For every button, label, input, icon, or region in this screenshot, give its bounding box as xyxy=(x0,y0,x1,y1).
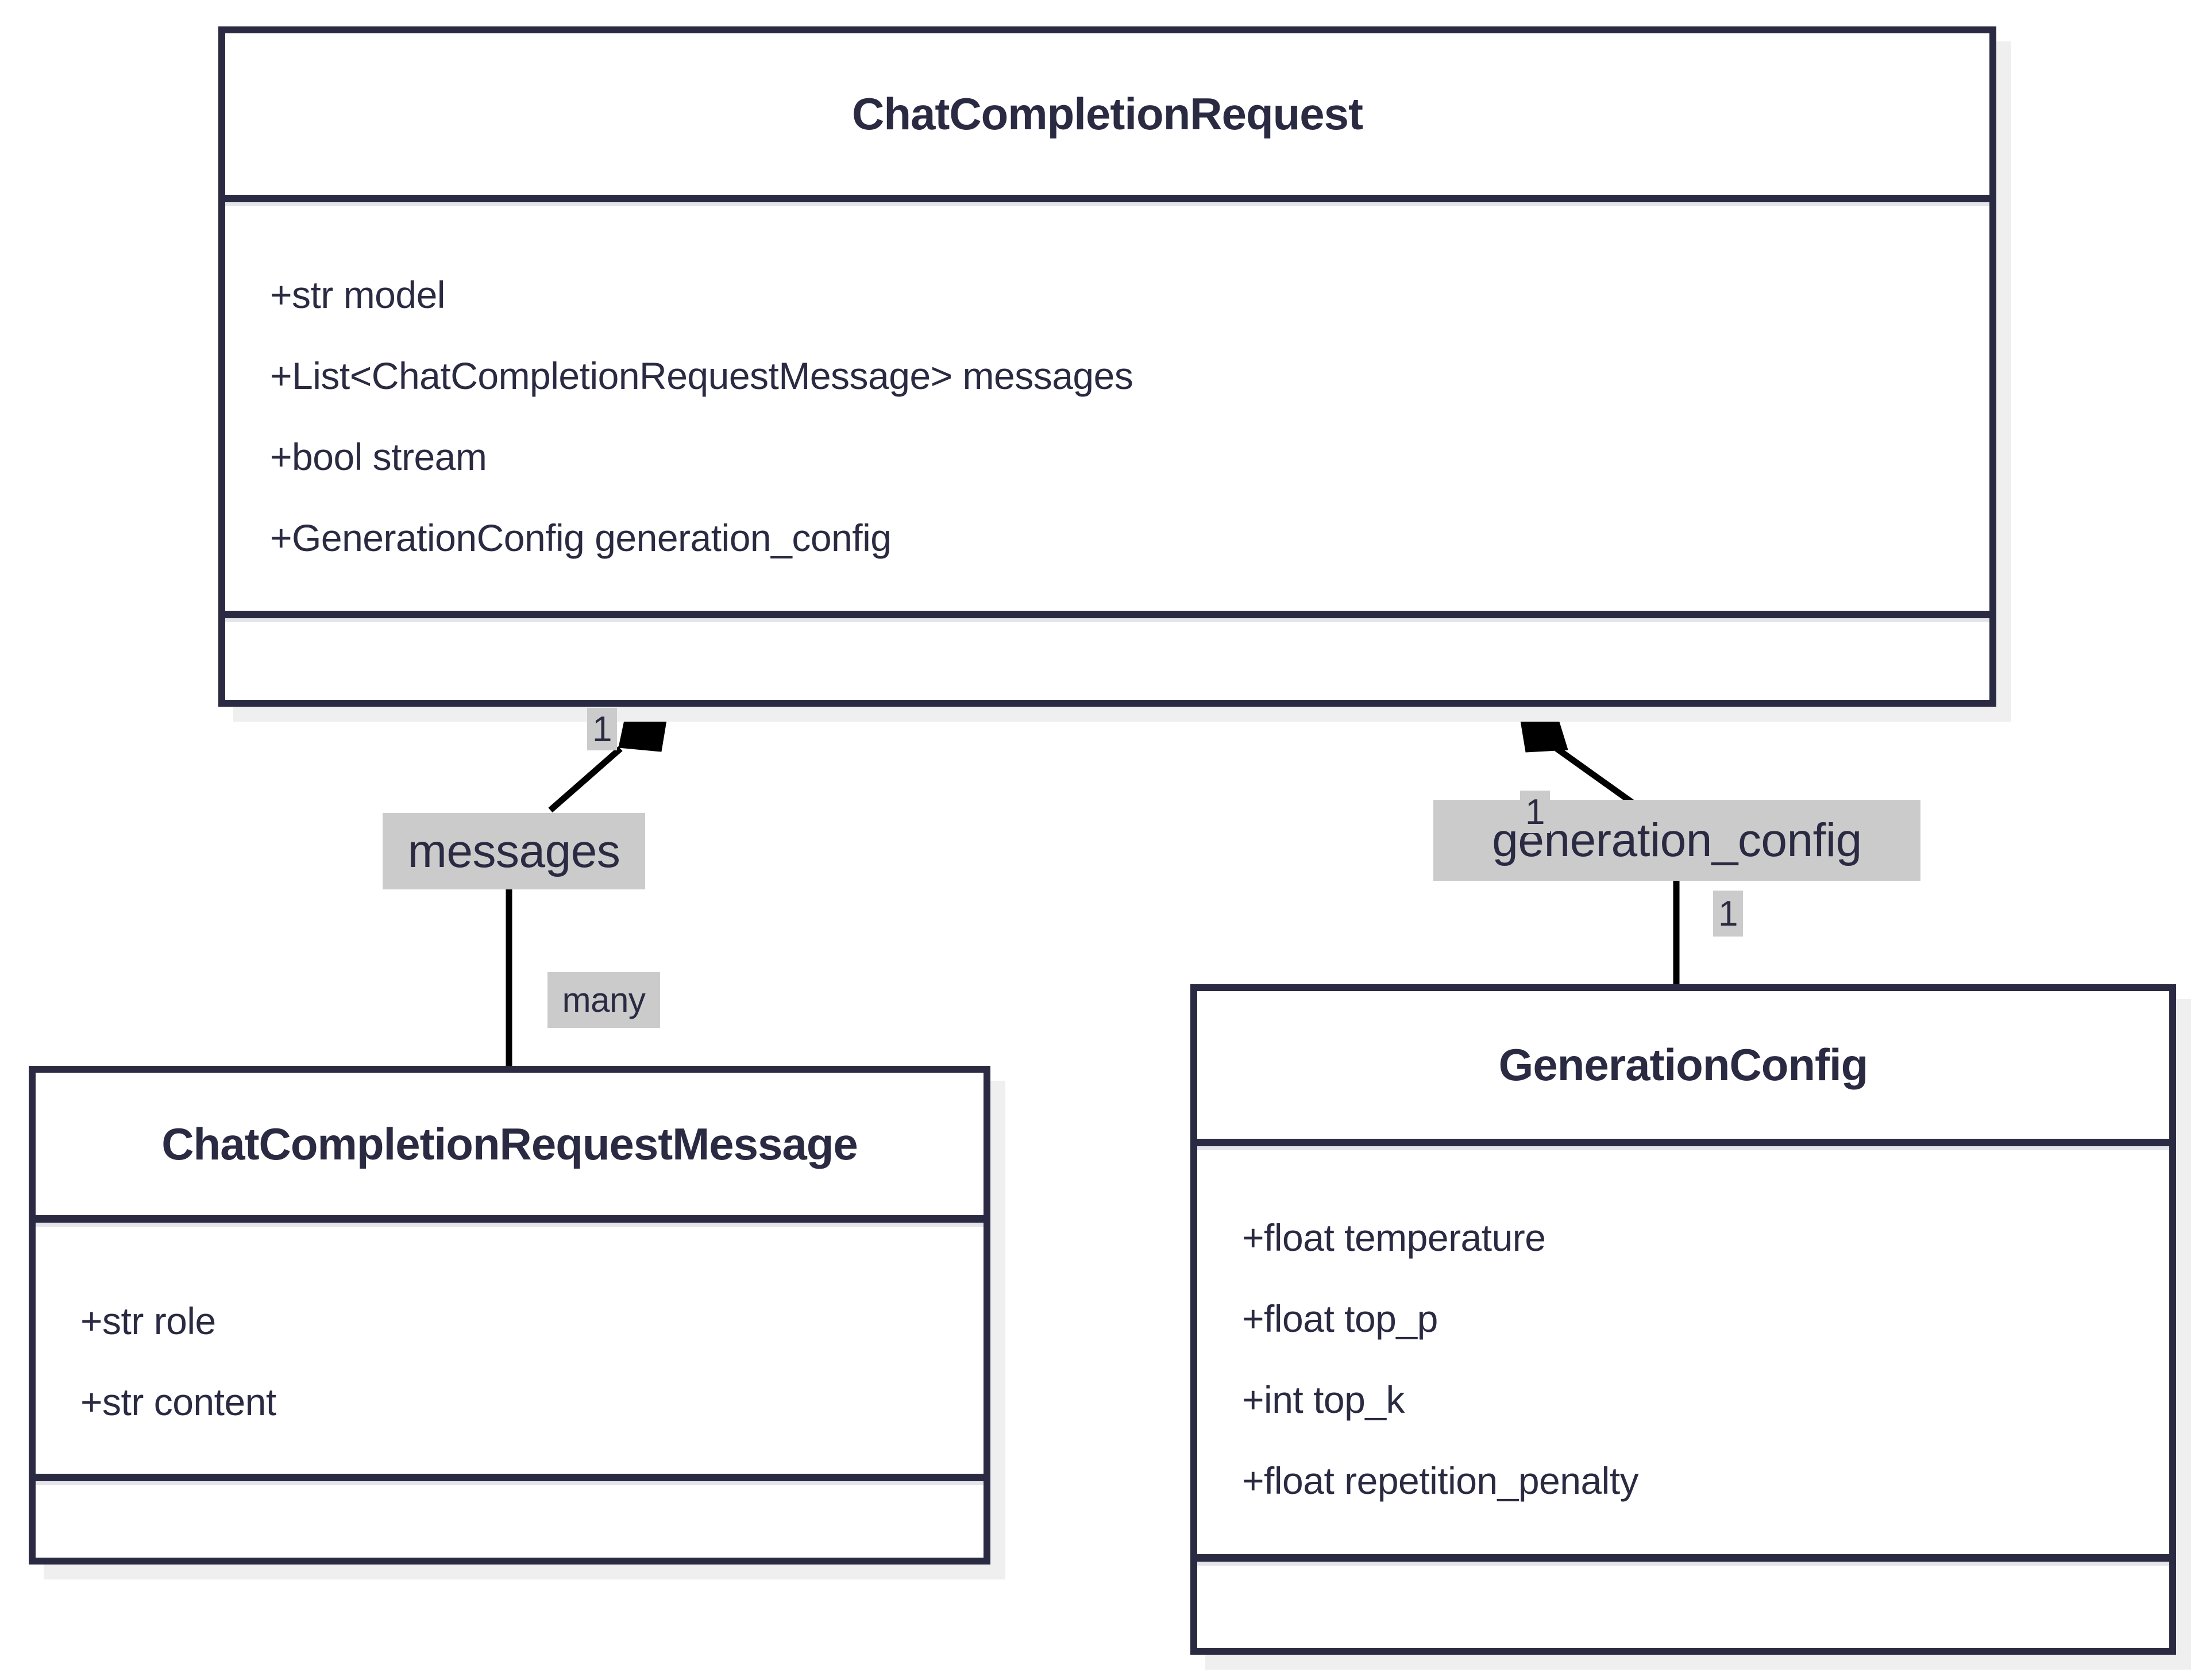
edge-label-generation-config: generation_config xyxy=(1433,800,1920,881)
class-attribute: +List<ChatCompletionRequestMessage> mess… xyxy=(270,354,1133,397)
multiplicity-generation-config-source: 1 xyxy=(1520,791,1550,833)
composition-diamond-messages-icon xyxy=(618,706,669,752)
edge-line-messages-upper xyxy=(548,746,623,813)
edge-line-generation-config-upper xyxy=(1555,746,1636,806)
class-box-chatcompletionrequestmessage: ChatCompletionRequestMessage +str role +… xyxy=(29,1066,990,1565)
composition-diamond-generation-config-icon xyxy=(1518,706,1568,753)
class-attribute: +float top_p xyxy=(1242,1297,1438,1340)
class-attribute: +str role xyxy=(80,1299,216,1342)
edge-label-messages: messages xyxy=(383,813,645,889)
class-methods-empty xyxy=(225,618,1989,700)
multiplicity-messages-source: 1 xyxy=(587,708,617,750)
class-attribute: +str model xyxy=(270,273,445,316)
class-attributes: +str model +List<ChatCompletionRequestMe… xyxy=(225,202,1989,618)
class-box-generationconfig: GenerationConfig +float temperature +flo… xyxy=(1190,984,2176,1655)
class-attributes: +float temperature +float top_p +int top… xyxy=(1197,1146,2169,1562)
class-attributes: +str role +str content xyxy=(36,1223,984,1481)
multiplicity-generation-config-target: 1 xyxy=(1713,891,1743,937)
class-methods-empty xyxy=(36,1481,984,1558)
class-box-chatcompletionrequest: ChatCompletionRequest +str model +List<C… xyxy=(218,26,1996,707)
class-attribute: +float temperature xyxy=(1242,1216,1546,1259)
class-title: ChatCompletionRequest xyxy=(225,33,1989,202)
class-attribute: +float repetition_penalty xyxy=(1242,1459,1639,1502)
class-title: GenerationConfig xyxy=(1197,991,2169,1146)
multiplicity-messages-target: many xyxy=(547,972,660,1028)
class-attribute: +GenerationConfig generation_config xyxy=(270,516,892,559)
class-title: ChatCompletionRequestMessage xyxy=(36,1073,984,1223)
class-attribute: +str content xyxy=(80,1380,276,1423)
class-attribute: +bool stream xyxy=(270,435,487,478)
class-methods-empty xyxy=(1197,1562,2169,1648)
class-attribute: +int top_k xyxy=(1242,1378,1405,1421)
